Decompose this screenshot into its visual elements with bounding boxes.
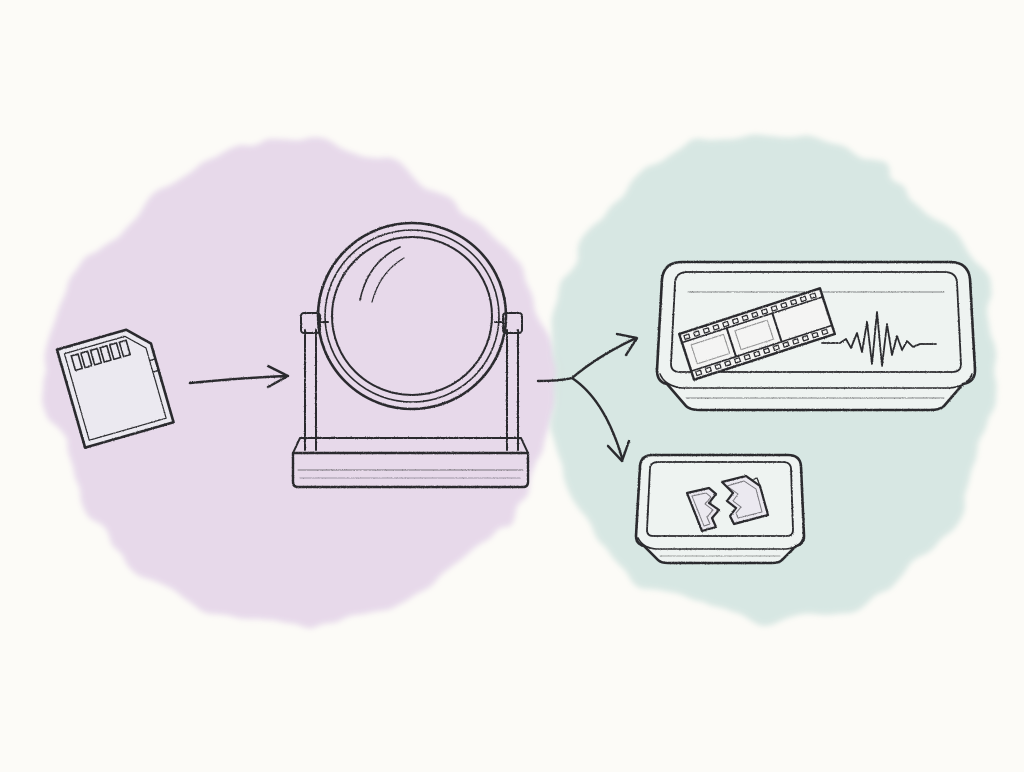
film-sprocket (733, 357, 742, 364)
film-sprocket (693, 330, 701, 337)
film-sprocket (704, 366, 712, 374)
mirror-on-stand-icon (291, 221, 530, 489)
film-sprocket (731, 317, 740, 325)
film-sprocket (714, 363, 722, 370)
film-sprocket (760, 308, 769, 315)
wash-left (50, 145, 550, 625)
film-sprocket (724, 360, 732, 367)
film-sprocket (753, 350, 761, 358)
tray-icon (634, 453, 806, 565)
film-sprocket (751, 311, 759, 318)
tray-icon (655, 260, 977, 412)
film-sprocket (790, 298, 798, 306)
film-sprocket (712, 324, 720, 331)
film-sprocket (801, 334, 809, 342)
film-sprocket (770, 305, 778, 312)
film-sprocket (821, 328, 829, 336)
film-sprocket (799, 295, 807, 303)
film-sprocket (809, 292, 817, 300)
broken-sd-card-icon (685, 474, 770, 533)
film-strip-icon (678, 287, 836, 381)
film-sprocket (695, 369, 703, 377)
sound-wave-icon (821, 311, 937, 367)
film-sprocket (811, 331, 819, 339)
film-sprocket (772, 344, 780, 351)
film-sprocket (792, 338, 800, 345)
film-sprocket (683, 333, 691, 341)
film-sprocket (743, 353, 751, 361)
film-sprocket (702, 327, 710, 334)
arrow-right-icon (188, 364, 290, 389)
film-sprocket (782, 341, 790, 348)
film-sprocket (762, 347, 771, 355)
sd-card-icon (55, 328, 175, 449)
film-sprocket (741, 314, 749, 322)
film-sprocket (780, 301, 788, 309)
fork-arrow-icon (536, 332, 639, 463)
film-sprocket (722, 320, 730, 328)
